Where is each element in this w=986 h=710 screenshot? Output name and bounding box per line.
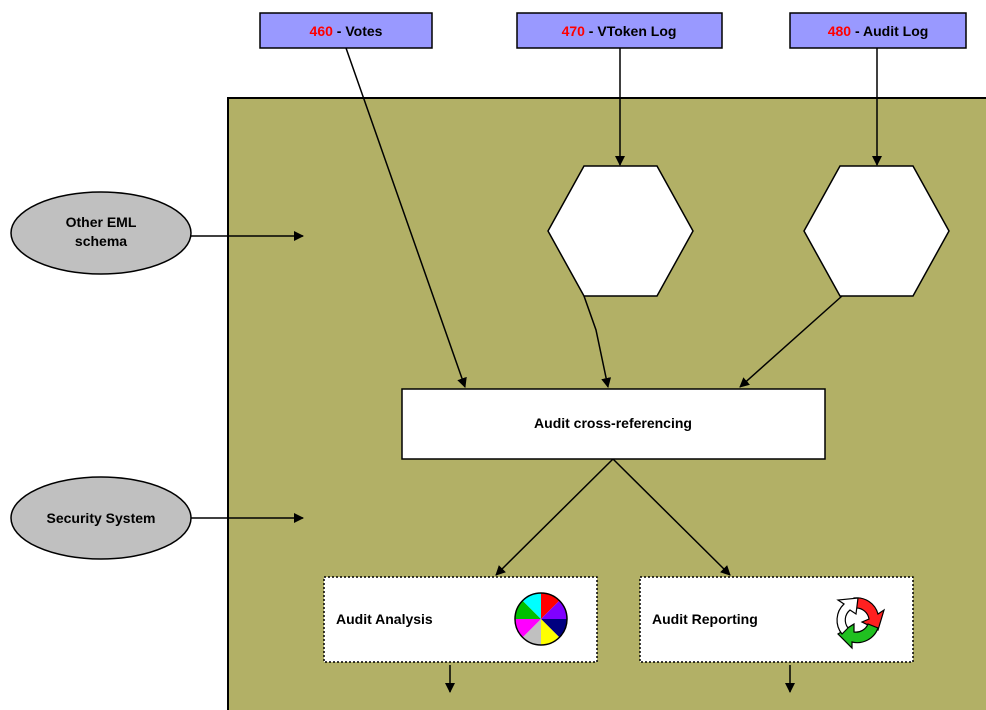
input-number: 480: [828, 23, 852, 39]
arrow-votes-to-process: [345, 47, 467, 388]
arrow-process-to-reporting: [612, 458, 731, 576]
recycle-arrows-icon: [836, 597, 886, 650]
color-wheel-icon: [514, 592, 568, 646]
output-label: Audit Analysis: [336, 611, 433, 627]
arrow-hexagon-vtoken-to-process: [583, 295, 612, 388]
input-box-vtoken-log: 470 - VToken Log: [516, 12, 723, 49]
process-audit-cross-referencing: Audit cross-referencing: [401, 388, 826, 460]
input-number: 470: [562, 23, 586, 39]
svg-text:460 - Votes: 460 - Votes: [310, 23, 383, 39]
oval-label: Security System: [47, 510, 156, 526]
output-audit-analysis: Audit Analysis: [323, 576, 598, 663]
input-label: - Votes: [333, 23, 383, 39]
arrow-hexagon-auditlog-to-process: [739, 295, 843, 388]
oval-label-line2: schema: [75, 233, 127, 249]
output-label: Audit Reporting: [652, 611, 758, 627]
svg-text:470 - VToken Log: 470 - VToken Log: [562, 23, 677, 39]
hexagon-audit-log: [803, 165, 950, 297]
connectors: [191, 47, 882, 693]
process-label: Audit cross-referencing: [534, 415, 692, 431]
input-label: - VToken Log: [585, 23, 677, 39]
input-label: - Audit Log: [851, 23, 928, 39]
input-box-audit-log: 480 - Audit Log: [789, 12, 967, 49]
input-box-votes: 460 - Votes: [259, 12, 433, 49]
input-number: 460: [310, 23, 334, 39]
arrow-process-to-analysis: [495, 458, 614, 576]
oval-label-line1: Other EML: [66, 214, 137, 230]
oval-other-eml-schema: Other EML schema: [10, 191, 192, 275]
output-audit-reporting: Audit Reporting: [639, 576, 914, 663]
svg-text:480 - Audit Log: 480 - Audit Log: [828, 23, 929, 39]
oval-security-system: Security System: [10, 476, 192, 560]
